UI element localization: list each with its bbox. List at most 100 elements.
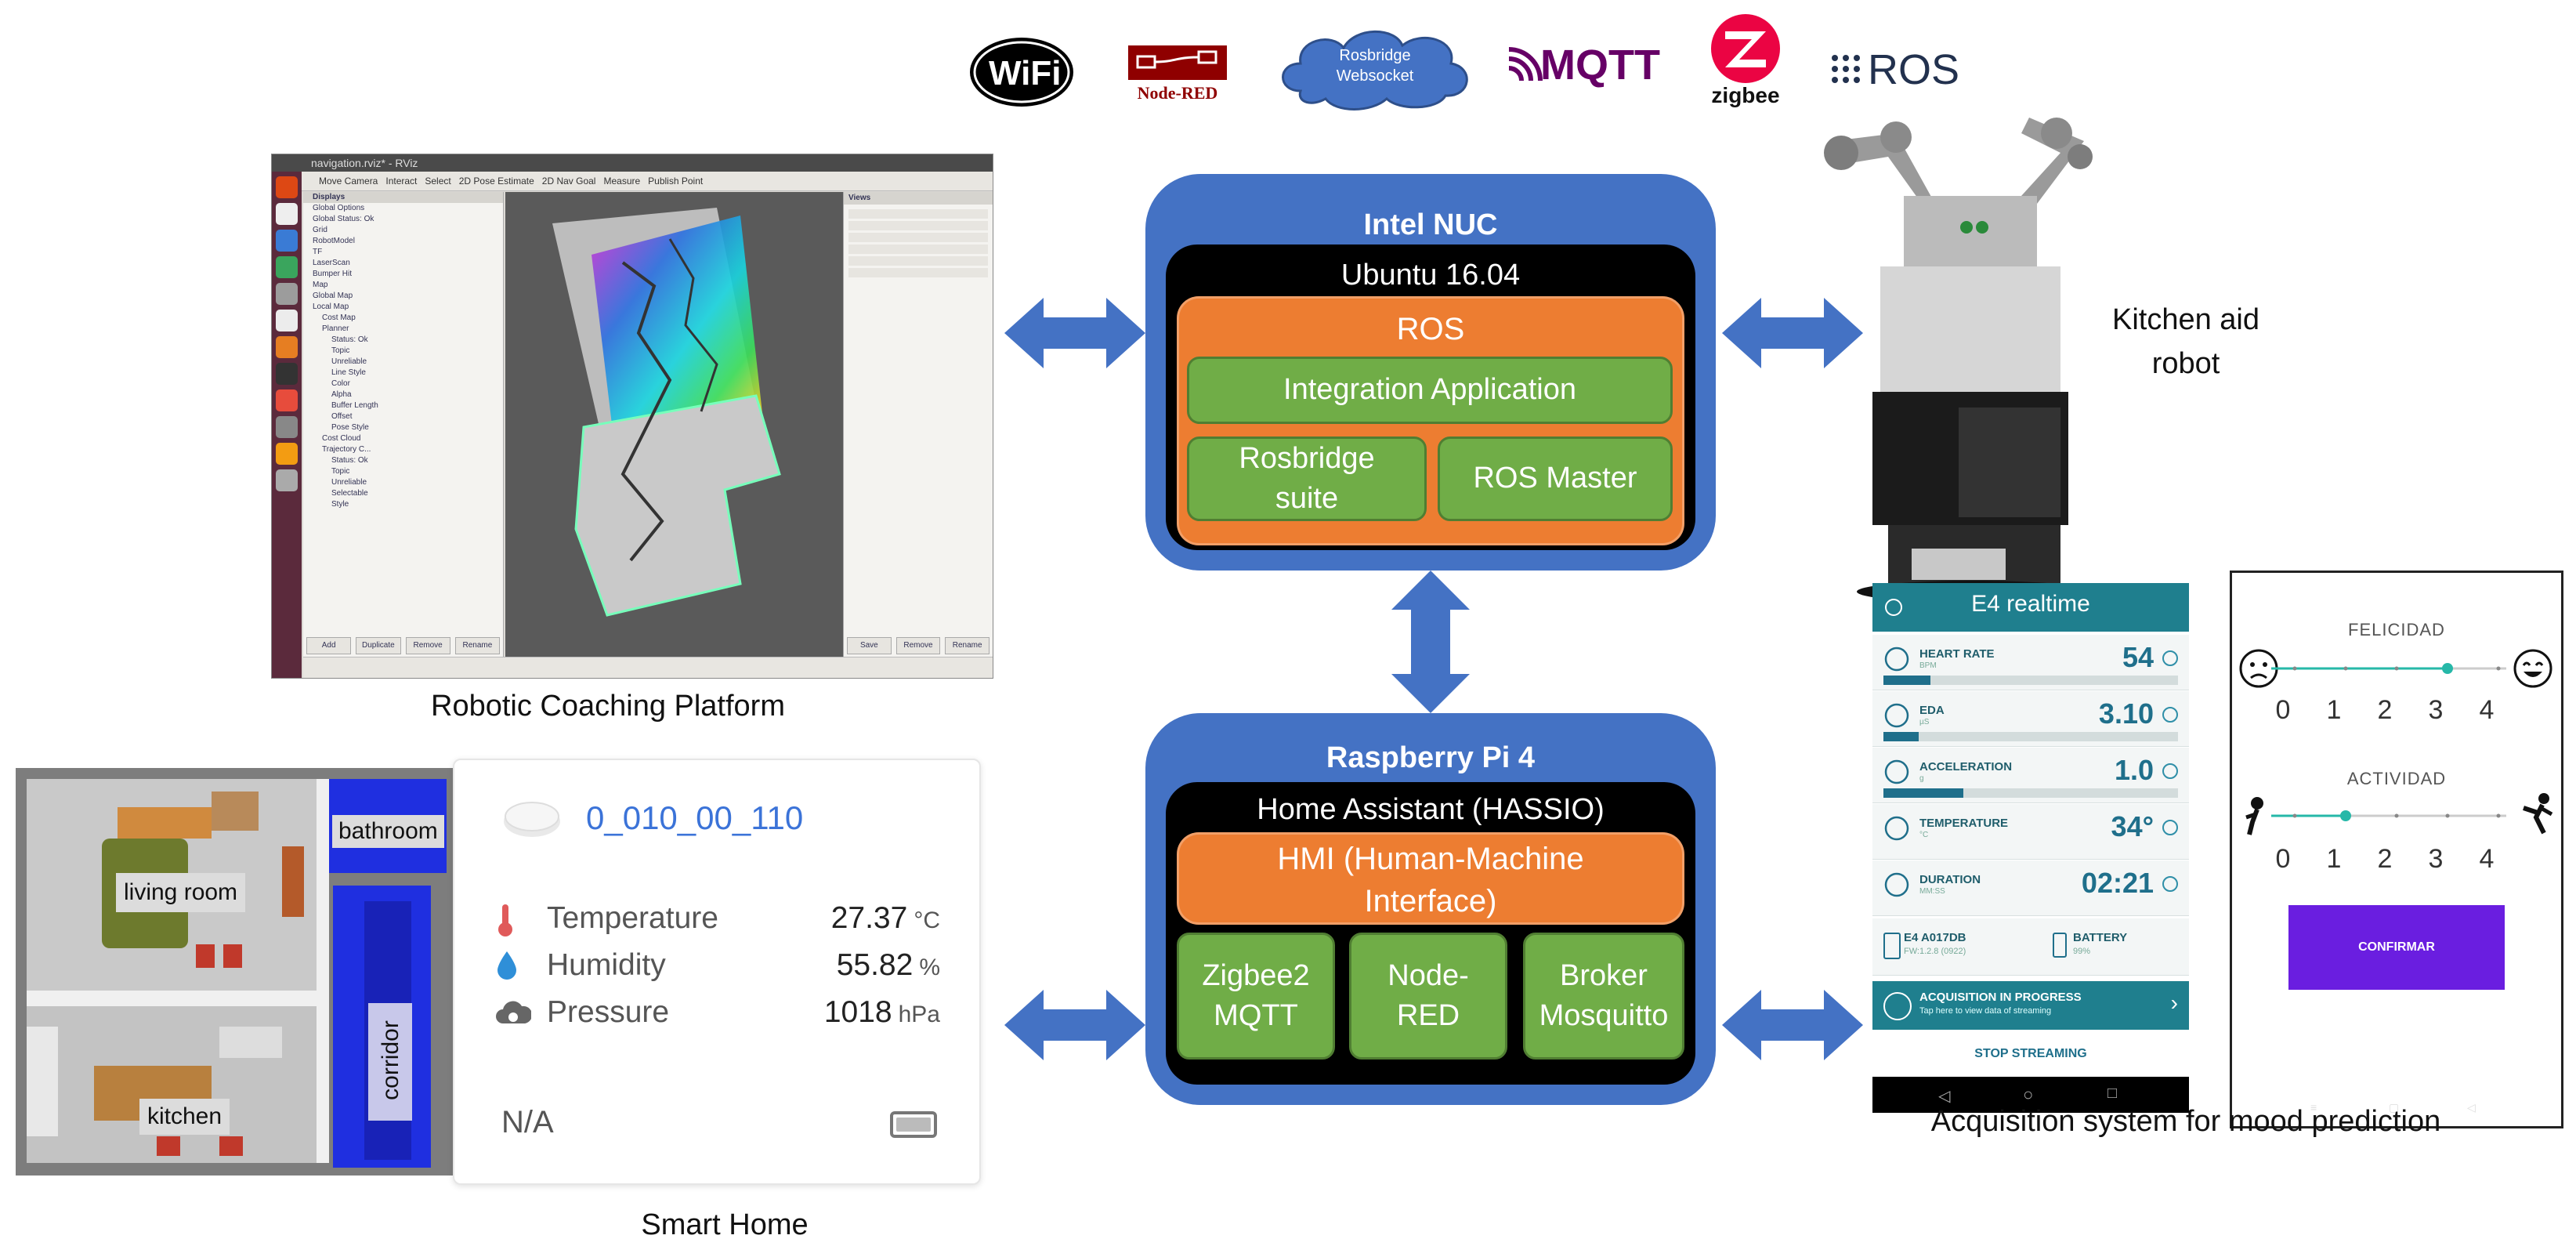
- confirm-button[interactable]: CONFIRMAR: [2288, 905, 2505, 990]
- power-icon[interactable]: [1885, 599, 1902, 616]
- broker-mosquitto-label: Broker Mosquitto: [1539, 958, 1669, 1032]
- info-icon[interactable]: [2162, 650, 2178, 666]
- rviz-toolbar: Move Camera Interact Select 2D Pose Esti…: [272, 172, 993, 191]
- felicidad-slider-tick: [2394, 666, 2399, 671]
- mood-nav-home-icon[interactable]: ▢: [2389, 1101, 2400, 1114]
- rviz-tree-item[interactable]: Topic: [331, 346, 350, 355]
- e4-battery-icon: [2053, 933, 2067, 958]
- hassio-box: Home Assistant (HASSIO) HMI (Human-Machi…: [1166, 782, 1695, 1085]
- rviz-tree-item[interactable]: Unreliable: [331, 357, 367, 366]
- rviz-tree-item[interactable]: LaserScan: [313, 259, 350, 267]
- rviz-tree-item[interactable]: Cost Cloud: [322, 434, 361, 443]
- e4-device-row: E4 A017DB FW:1.2.8 (0922) BATTERY 99%: [1872, 918, 2189, 976]
- mood-sliders[interactable]: [2232, 573, 2561, 1126]
- sensor-device-icon: [501, 799, 563, 839]
- e4-metric-value: 3.10: [2098, 697, 2154, 730]
- nav-back-icon[interactable]: ◁: [1938, 1088, 1951, 1105]
- rviz-tree-item[interactable]: Pose Style: [331, 423, 369, 432]
- arrow-raspberry-smarthome: [1004, 990, 1145, 1060]
- nodered-logo: Node-RED: [1128, 45, 1227, 103]
- rviz-tree-item[interactable]: Alpha: [331, 390, 352, 399]
- rviz-tree-item[interactable]: Bumper Hit: [313, 270, 353, 278]
- caption-acquisition: Acquisition system for mood prediction: [1930, 1105, 2441, 1138]
- e4-metric-value: 54: [2122, 641, 2154, 673]
- ubuntu-box: Ubuntu 16.04 ROS Integration Application…: [1166, 245, 1695, 550]
- rviz-tree-item[interactable]: Line Style: [331, 368, 366, 377]
- rviz-tree-item[interactable]: Offset: [331, 412, 353, 421]
- rviz-tree-item[interactable]: Grid: [313, 226, 327, 234]
- stop-streaming-button[interactable]: STOP STREAMING: [1974, 1047, 2087, 1060]
- rviz-tree-item[interactable]: Global Status: Ok: [313, 215, 374, 223]
- e4-metric-value: 02:21: [2081, 867, 2154, 899]
- rviz-tree-item[interactable]: Cost Map: [322, 313, 356, 322]
- rviz-view-rename-button[interactable]: Rename: [945, 637, 990, 654]
- resting-figure-icon: [2240, 795, 2271, 836]
- rviz-screenshot: navigation.rviz* - RViz Move Camera Inte…: [271, 154, 993, 679]
- displays-header: Displays: [303, 192, 503, 203]
- rviz-tree-item[interactable]: Trajectory C...: [322, 445, 371, 454]
- rviz-tree-item[interactable]: Local Map: [313, 302, 349, 311]
- mood-nav-menu-icon[interactable]: ≡: [2310, 1101, 2317, 1114]
- felicidad-scale-label: 2: [2377, 695, 2393, 725]
- zigbee-logo-text: zigbee: [1711, 83, 1780, 107]
- integration-app-box: Integration Application: [1187, 357, 1673, 424]
- rviz-tree-item[interactable]: Map: [313, 281, 328, 289]
- sensor-device-id[interactable]: 0_010_00_110: [586, 799, 804, 836]
- rviz-tree-item[interactable]: Status: Ok: [331, 335, 368, 344]
- ros-master-box: ROS Master: [1438, 437, 1673, 521]
- rviz-window-title: navigation.rviz* - RViz: [272, 154, 993, 172]
- rviz-tree-item[interactable]: RobotModel: [313, 237, 355, 245]
- e4-battery-sub: 99%: [2073, 947, 2091, 956]
- e4-metric-icon: [1883, 702, 1910, 729]
- broker-mosquitto-box: Broker Mosquitto: [1523, 933, 1684, 1060]
- zigbee-logo: zigbee: [1708, 11, 1783, 113]
- e4-acquisition-banner[interactable]: ACQUISITION IN PROGRESS Tap here to view…: [1872, 981, 2189, 1030]
- rviz-tree-item[interactable]: Selectable: [331, 489, 368, 498]
- rviz-add-button[interactable]: Add: [306, 637, 352, 654]
- e4-metric-icon: [1883, 871, 1910, 898]
- rviz-view-remove-button[interactable]: Remove: [895, 637, 941, 654]
- nav-recents-icon[interactable]: □: [2107, 1085, 2118, 1102]
- rviz-tree-item[interactable]: Status: Ok: [331, 456, 368, 465]
- rviz-tree-item[interactable]: Planner: [322, 324, 349, 333]
- e4-metric-bar-fill: [1883, 676, 1931, 685]
- rviz-duplicate-button[interactable]: Duplicate: [356, 637, 401, 654]
- rviz-tree-item[interactable]: TF: [313, 248, 323, 256]
- e4-metric-bar: [1883, 676, 2178, 685]
- rviz-remove-button[interactable]: Remove: [405, 637, 450, 654]
- info-icon[interactable]: [2162, 876, 2178, 892]
- rviz-tree-item[interactable]: Color: [331, 379, 350, 388]
- room-label-corridor-bg: corridor: [368, 1003, 412, 1121]
- felicidad-slider-tick: [2292, 666, 2297, 671]
- happy-face-icon: [2513, 648, 2553, 689]
- rviz-tree-item[interactable]: Global Map: [313, 292, 353, 300]
- e4-metric-value: 1.0: [2114, 754, 2154, 786]
- e4-metric-bar-fill: [1883, 732, 1919, 741]
- ros-box: ROS Integration Application Rosbridge su…: [1177, 296, 1684, 545]
- rviz-tree-item[interactable]: Buffer Length: [331, 401, 378, 410]
- rosbridge-suite-box: Rosbridge suite: [1187, 437, 1427, 521]
- rviz-view-save-button[interactable]: Save: [847, 637, 892, 654]
- sensor-unit: hPa: [898, 1002, 940, 1027]
- hassio-title: Home Assistant (HASSIO): [1257, 793, 1605, 826]
- info-icon[interactable]: [2162, 763, 2178, 779]
- room-label-bathroom: bathroom: [332, 815, 444, 848]
- rviz-tree-item[interactable]: Style: [331, 500, 349, 509]
- rviz-tree-item[interactable]: Global Options: [313, 204, 365, 212]
- actividad-slider-thumb: [2340, 810, 2351, 821]
- mood-nav-back-icon[interactable]: ◁: [2467, 1101, 2476, 1114]
- rviz-tree-item[interactable]: Unreliable: [331, 478, 367, 487]
- rviz-tree-item[interactable]: Topic: [331, 467, 350, 476]
- rosbridge-cloud: Rosbridge Websocket: [1269, 20, 1481, 113]
- sensor-value-group: 27.37°C: [831, 901, 940, 936]
- info-icon[interactable]: [2162, 707, 2178, 723]
- nav-home-icon[interactable]: ○: [2023, 1085, 2034, 1104]
- info-icon[interactable]: [2162, 820, 2178, 835]
- rviz-rename-button[interactable]: Rename: [454, 637, 500, 654]
